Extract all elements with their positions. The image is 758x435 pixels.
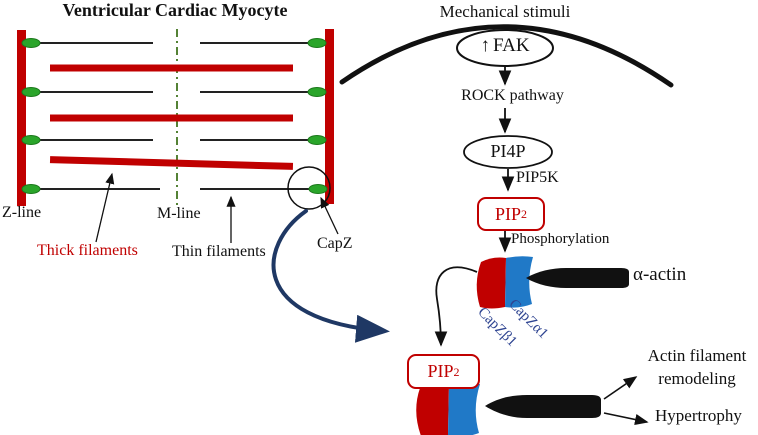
capz-to-pip2-arrow [434,266,478,347]
fak-ellipse [456,29,554,67]
fak-up-arrow-icon: ↑ [480,35,490,56]
fak-label: FAK [492,35,530,56]
capz-label: CapZ [317,235,353,252]
capz-alpha-subunit-bottom [448,382,480,435]
thin-filaments-label: Thin filaments [172,243,266,260]
pi4p-label: PI4P [490,141,526,161]
capz-zoom-circle [287,166,331,210]
arrow-to-hypertrophy [603,412,649,426]
capz-alpha-subunit-top [505,256,533,308]
actin-filament-top [526,268,629,288]
z-line-right-bar [325,29,334,204]
pip2-top-text: PIP [494,203,521,224]
thick-filaments-label: Thick filaments [37,242,138,259]
pip5k-label: PIP5K [516,169,559,186]
capz-pointer-arrow [320,196,339,235]
z-line-left-bar [17,30,26,206]
hypertrophy-label: Hypertrophy [655,406,742,425]
alpha-actin-label: α-actin [633,264,687,285]
actin-filament-bottom [485,395,601,418]
mechanical-stimuli-label: Mechanical stimuli [439,2,571,21]
zoom-curved-arrow [271,209,390,343]
remodeling-line2: remodeling [658,369,736,388]
thick-filament-pointer-arrow [95,172,115,243]
remodeling-line1: Actin filament [647,346,747,365]
capz-cap-dots [21,38,328,194]
thick-filament-bars [49,64,294,170]
rock-pathway-label: ROCK pathway [461,87,564,104]
m-line-label: M-line [157,205,201,222]
myocyte-title: Ventricular Cardiac Myocyte [62,0,288,20]
capz-beta-subunit-bottom [416,383,449,435]
pip2-bottom-text: PIP [427,361,454,381]
phosphorylation-label: Phosphorylation [511,231,610,247]
cell-membrane-arc [339,24,674,88]
pi4p-ellipse [463,135,553,169]
pathway-flow-arrows [498,67,515,253]
arrow-to-remodeling [603,376,638,400]
thin-filament-lines [38,42,316,190]
capz-beta-subunit-top [476,257,506,309]
remodeling-outcome-label: Actin filament remodeling [636,344,758,390]
fak-node: ↑FAK [459,36,551,56]
z-line-label: Z-line [2,204,42,221]
